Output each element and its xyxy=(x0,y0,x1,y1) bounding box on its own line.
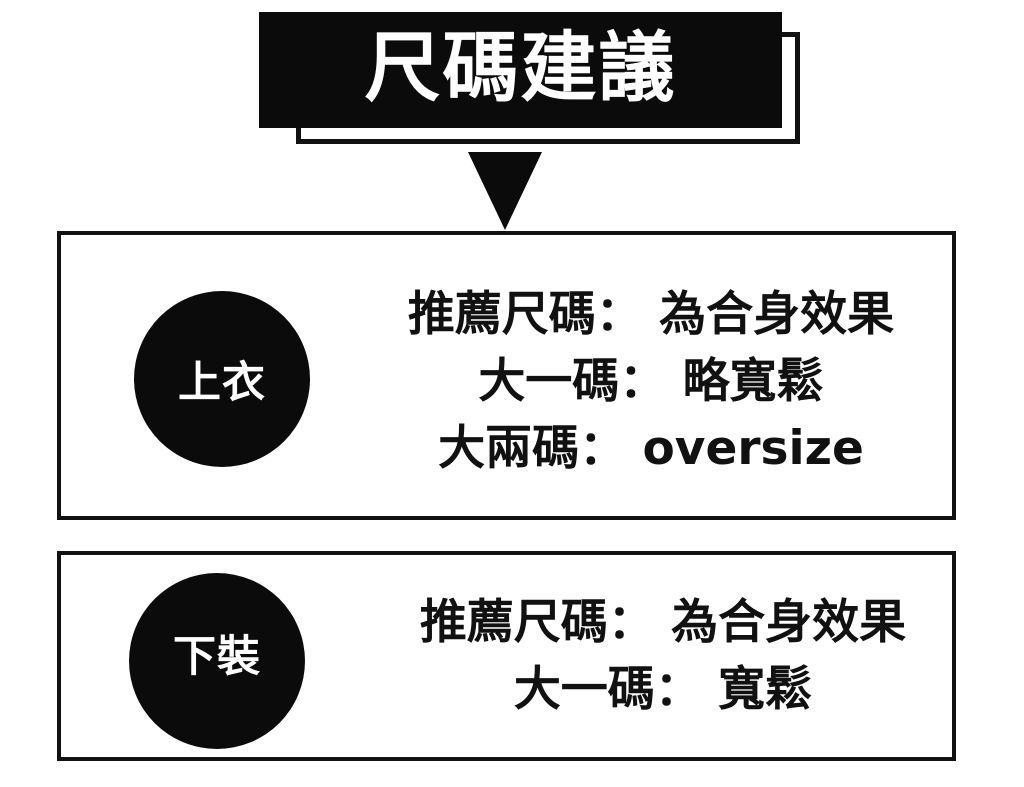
detail-line: 推薦尺碼： 為合身效果 xyxy=(419,595,907,650)
detail-line: 大一碼： 略寬鬆 xyxy=(478,354,824,409)
badge-label-tops: 上衣 xyxy=(178,357,266,408)
detail-lines-tops: 推薦尺碼： 為合身效果 大一碼： 略寬鬆 大兩碼： oversize xyxy=(361,281,941,482)
section-card-bottoms: 下裝 推薦尺碼： 為合身效果 大一碼： 寬鬆 xyxy=(57,551,956,761)
badge-tops: 上衣 xyxy=(134,291,310,467)
header-zone: 尺碼建議 xyxy=(0,0,1024,160)
detail-line: 大兩碼： oversize xyxy=(438,421,864,476)
section-card-tops: 上衣 推薦尺碼： 為合身效果 大一碼： 略寬鬆 大兩碼： oversize xyxy=(57,231,956,520)
badge-bottoms: 下裝 xyxy=(129,573,305,749)
badge-label-bottoms: 下裝 xyxy=(173,631,261,682)
detail-line: 大一碼： 寬鬆 xyxy=(513,662,813,717)
detail-lines-bottoms: 推薦尺碼： 為合身效果 大一碼： 寬鬆 xyxy=(373,589,953,723)
detail-line: 推薦尺碼： 為合身效果 xyxy=(407,287,895,342)
page-title: 尺碼建議 xyxy=(364,23,677,112)
title-banner: 尺碼建議 xyxy=(259,12,782,128)
down-triangle-icon xyxy=(468,152,542,230)
